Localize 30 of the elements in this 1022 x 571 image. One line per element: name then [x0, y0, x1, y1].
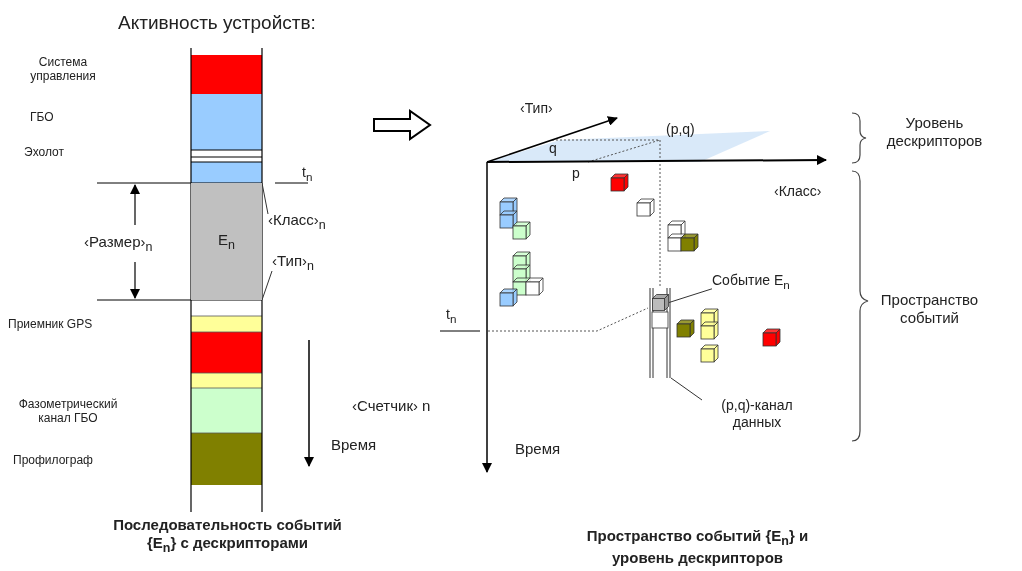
time-label: t$_{n}$ — [446, 306, 457, 326]
device-label: Эхолот — [24, 145, 64, 160]
section-heading: Активность устройств: — [118, 12, 316, 35]
axis-label: ‹Тип› — [520, 100, 553, 117]
coordinate-label: p — [572, 165, 580, 182]
level-label: Уровень дескрипторов — [885, 114, 984, 150]
figure-caption: Пространство событий {E$_{n}$} и уровень дескрипторов — [585, 527, 810, 567]
device-label: ГБО — [30, 110, 54, 125]
callout-label: (p,q)-канал данных — [702, 397, 812, 431]
figure-caption: Последовательность событий {E$_{n}$} с дескрипторами — [112, 516, 343, 556]
axis-label: Время — [515, 440, 561, 458]
event-cube — [652, 294, 669, 311]
point-label: (p,q) — [666, 121, 695, 138]
callout-label: ‹Класс›$_{n}$ — [268, 211, 326, 233]
leader-line — [668, 288, 713, 303]
device-label: Фазометрический канал ГБО — [17, 397, 119, 426]
callout-label: ‹Тип›$_{n}$ — [272, 252, 314, 274]
axis-label: ‹Класс› — [774, 183, 822, 200]
data-channel — [649, 288, 671, 378]
callout-label: Событие E$_{n}$ — [712, 272, 790, 292]
leader-line — [670, 377, 703, 401]
device-label: Система управления — [29, 55, 97, 84]
axis-label: ‹Счетчик› n — [352, 397, 431, 415]
device-label: Приемник GPS — [8, 317, 93, 332]
coordinate-label: q — [549, 140, 557, 157]
level-label: Пространство событий — [879, 291, 980, 327]
time-label: t$_{n}$ — [302, 164, 313, 184]
axis-label: Время — [331, 436, 377, 454]
device-label: Профилограф — [13, 453, 93, 468]
event-block: E$_{n}$ — [191, 183, 262, 300]
